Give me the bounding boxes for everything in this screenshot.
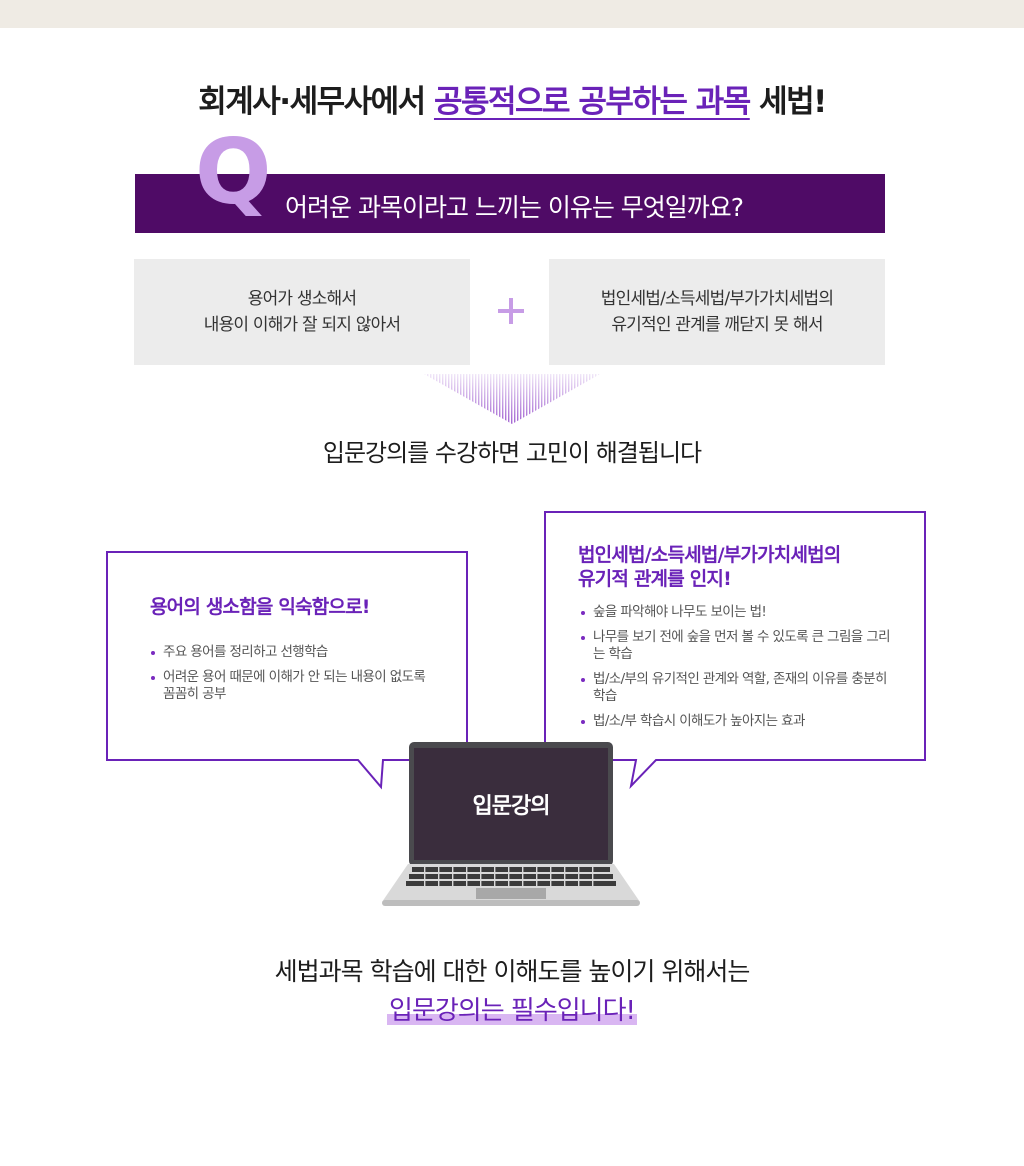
bottom-text-line1: 세법과목 학습에 대한 이해도를 높이기 위해서는 — [274, 957, 751, 986]
headline-highlight: 공통적으로 공부하는 과목 — [433, 84, 751, 120]
bubble-right-title: 법인세법/소득세법/부가가치세법의 유기적 관계를 인지! — [578, 543, 841, 591]
resolve-text: 입문강의를 수강하면 고민이 해결됩니다 — [322, 439, 702, 467]
list-item: 숲을 파악해야 나무도 보이는 법! — [580, 604, 900, 621]
bubble-left-outline — [106, 551, 468, 790]
list-item: 주요 용어를 정리하고 선행학습 — [150, 644, 440, 661]
reason-box-terms: 용어가 생소해서 내용이 이해가 잘 되지 않아서 — [134, 259, 470, 365]
bubble-right-title-line1: 법인세법/소득세법/부가가치세법의 — [578, 544, 841, 566]
question-bar — [135, 174, 885, 233]
down-arrow-icon — [424, 374, 600, 424]
top-band — [0, 0, 1024, 28]
headline-part1: 회계사·세무사에서 — [198, 84, 434, 120]
list-item: 법/소/부 학습시 이해도가 높아지는 효과 — [580, 713, 900, 730]
plus-icon — [498, 298, 524, 324]
reason-box-relations: 법인세법/소득세법/부가가치세법의 유기적인 관계를 깨닫지 못 해서 — [549, 259, 885, 365]
laptop-screen-label: 입문강의 — [472, 794, 551, 819]
laptop-icon — [382, 742, 640, 906]
q-letter-icon: Q — [195, 120, 272, 225]
bubble-right-title-line2: 유기적 관계를 인지! — [578, 568, 732, 590]
reason-line: 용어가 생소해서 — [247, 289, 357, 309]
bubble-left-title: 용어의 생소함을 익숙함으로! — [150, 596, 370, 618]
bottom-text-line2: 입문강의는 필수입니다! — [387, 990, 637, 1027]
list-item: 어려운 용어 때문에 이해가 안 되는 내용이 없도록 꼼꼼히 공부 — [150, 669, 440, 703]
page-headline: 회계사·세무사에서 공통적으로 공부하는 과목 세법! — [0, 76, 1024, 121]
headline-part2: 세법! — [749, 84, 827, 120]
reason-line: 유기적인 관계를 깨닫지 못 해서 — [611, 315, 823, 335]
list-item: 나무를 보기 전에 숲을 먼저 볼 수 있도록 큰 그림을 그리는 학습 — [580, 629, 900, 663]
reason-line: 내용이 이해가 잘 되지 않아서 — [203, 315, 401, 335]
bubble-right-list: 숲을 파악해야 나무도 보이는 법! 나무를 보기 전에 숲을 먼저 볼 수 있… — [580, 604, 900, 738]
list-item: 법/소/부의 유기적인 관계와 역할, 존재의 이유를 충분히 학습 — [580, 671, 900, 705]
reason-line: 법인세법/소득세법/부가가치세법의 — [600, 289, 834, 309]
bottom-text-line2-wrap: 입문강의는 필수입니다! — [0, 990, 1024, 1027]
speech-bubbles — [106, 511, 926, 790]
bubble-left-list: 주요 용어를 정리하고 선행학습 어려운 용어 때문에 이해가 안 되는 내용이… — [150, 644, 440, 711]
question-text: 어려운 과목이라고 느끼는 이유는 무엇일까요? — [285, 193, 744, 222]
